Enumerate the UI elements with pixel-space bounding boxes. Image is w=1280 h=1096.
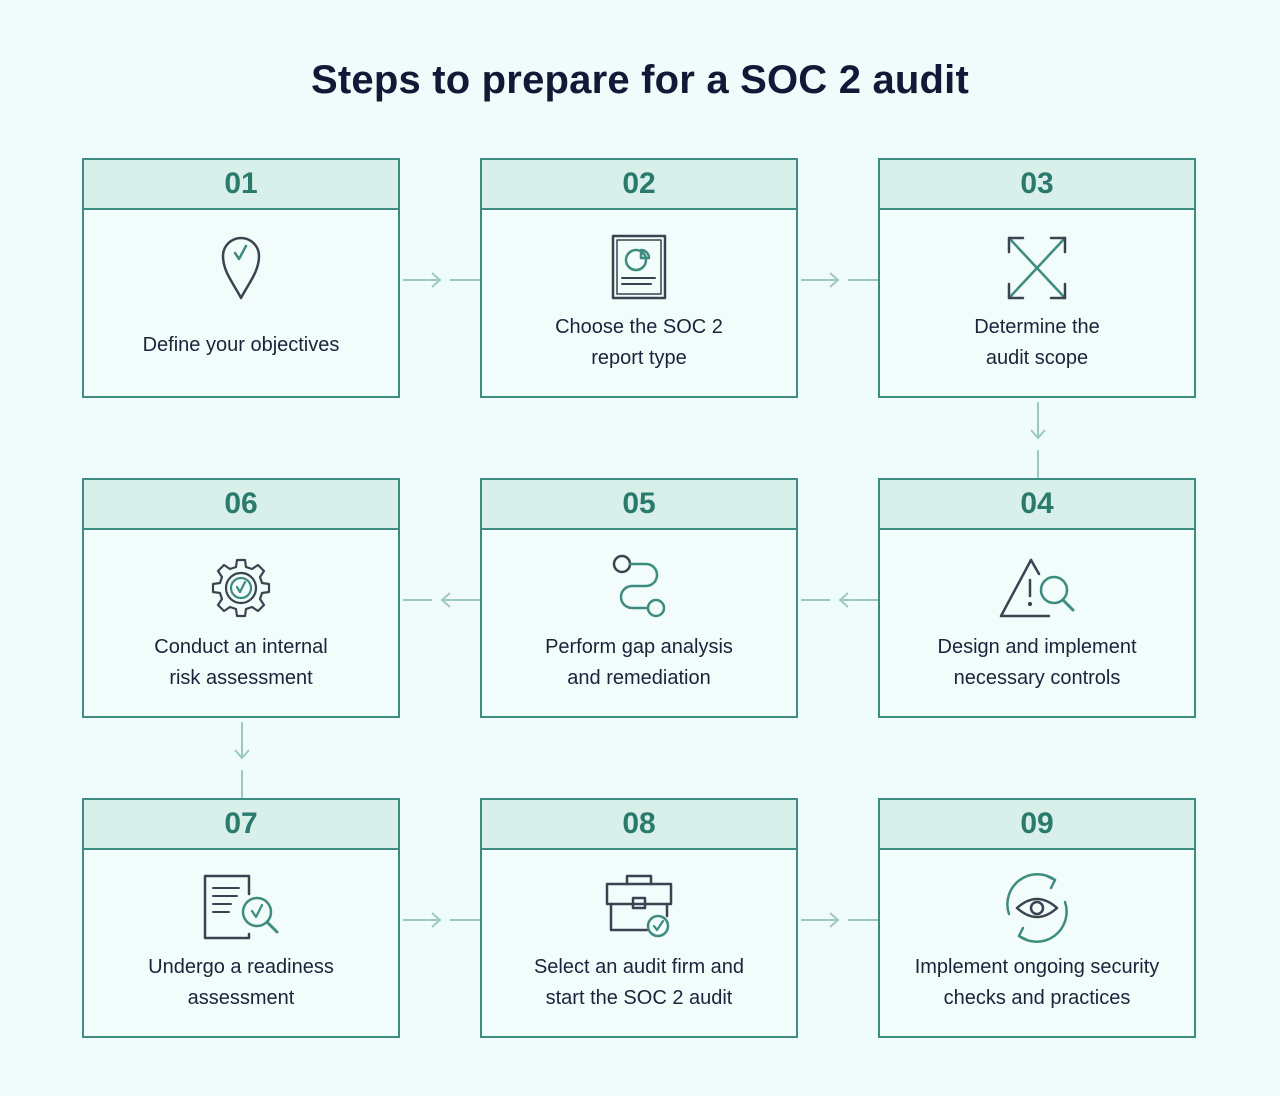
document-magnifier-check-icon <box>201 872 281 944</box>
connector-arrow-08-09 <box>801 912 878 928</box>
step-label: Conduct an internal risk assessment <box>154 636 328 689</box>
path-nodes-icon <box>599 552 679 624</box>
gear-check-icon <box>201 552 281 624</box>
step-label: Define your objectives <box>142 334 340 356</box>
step-label: Perform gap analysis and remediation <box>545 636 733 689</box>
step-number: 02 <box>482 160 796 210</box>
expand-arrows-icon <box>997 232 1077 304</box>
step-label: Select an audit firm and start the SOC 2… <box>533 956 745 1009</box>
step-number: 03 <box>880 160 1194 210</box>
step-card-09: 09 Implement ongoing security checks and… <box>878 798 1196 1038</box>
step-label: Choose the SOC 2 report type <box>555 316 723 369</box>
step-card-04: 04 Design and implement necessary contro… <box>878 478 1196 718</box>
step-number: 05 <box>482 480 796 530</box>
step-number: 07 <box>84 800 398 850</box>
step-card-07: 07 Undergo a readiness assessment <box>82 798 400 1038</box>
location-pin-check-icon <box>201 232 281 304</box>
step-number: 08 <box>482 800 796 850</box>
step-card-05: 05 Perform gap analysis and remediation <box>480 478 798 718</box>
step-card-03: 03 Determine the audit scope <box>878 158 1196 398</box>
step-card-06: 06 Conduct an internal risk assessment <box>82 478 400 718</box>
connector-arrow-03-04 <box>1030 402 1046 478</box>
step-card-08: 08 Select an audit firm and start the SO… <box>480 798 798 1038</box>
connector-arrow-01-02 <box>403 272 480 288</box>
step-label: Implement ongoing security checks and pr… <box>914 956 1160 1009</box>
step-card-02: 02 Choose the SOC 2 report type <box>480 158 798 398</box>
warning-magnifier-icon <box>997 552 1077 624</box>
connector-arrow-04-05 <box>801 592 878 608</box>
step-label: Design and implement necessary controls <box>937 636 1137 689</box>
diagram-title: Steps to prepare for a SOC 2 audit <box>310 58 970 102</box>
step-label: Undergo a readiness assessment <box>148 956 334 1009</box>
connector-arrow-06-07 <box>234 722 250 798</box>
connector-arrow-07-08 <box>403 912 480 928</box>
step-label: Determine the audit scope <box>974 316 1100 369</box>
report-pie-chart-icon <box>599 232 679 304</box>
step-number: 09 <box>880 800 1194 850</box>
connector-arrow-02-03 <box>801 272 878 288</box>
step-number: 01 <box>84 160 398 210</box>
briefcase-check-icon <box>599 872 679 944</box>
step-number: 06 <box>84 480 398 530</box>
connector-arrow-05-06 <box>403 592 480 608</box>
step-card-01: 01 Define your objectives <box>82 158 400 398</box>
step-number: 04 <box>880 480 1194 530</box>
eye-cycle-icon <box>997 872 1077 944</box>
